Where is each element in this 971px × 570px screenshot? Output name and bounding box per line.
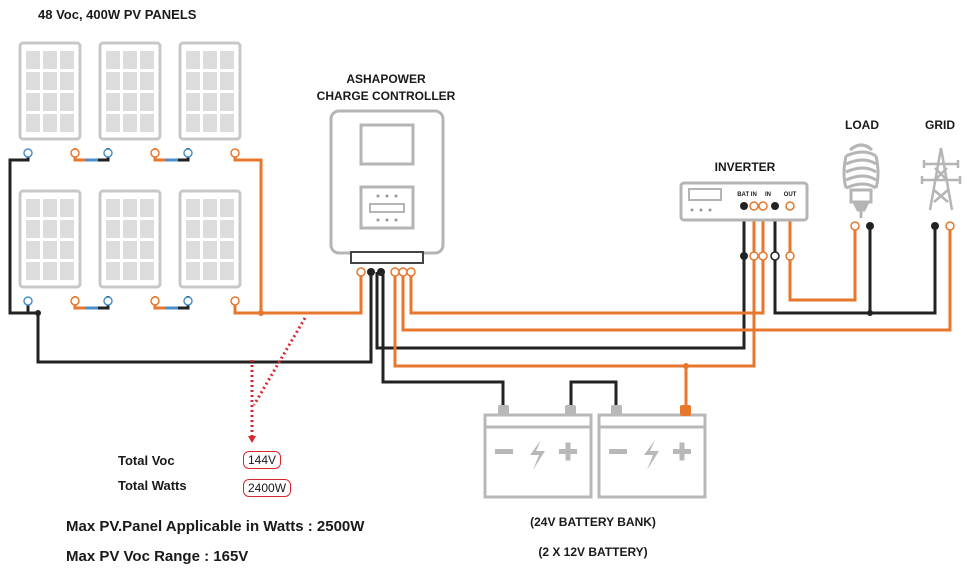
max-pv-voc: Max PV Voc Range : 165V	[66, 548, 249, 565]
pv-panel	[178, 189, 242, 289]
panels-title: 48 Voc, 400W PV PANELS	[38, 7, 197, 22]
panel-terminals	[23, 148, 240, 306]
inverter-title: INVERTER	[714, 160, 776, 174]
pv-panel	[18, 41, 82, 141]
grid-pylon-icon	[920, 147, 962, 211]
pv-panel	[98, 189, 162, 289]
pv-panel	[178, 41, 242, 141]
pv-panel	[18, 189, 82, 289]
grid-title: GRID	[925, 118, 955, 132]
inverter-port-in: IN	[765, 192, 771, 198]
controller-title-line1: ASHAPOWER	[346, 72, 426, 86]
pv-panel-array	[18, 41, 242, 289]
dotted-pointer	[250, 317, 307, 438]
battery	[597, 413, 707, 499]
load-terminal-negative	[866, 222, 874, 230]
battery-bank	[483, 405, 707, 499]
load-title: LOAD	[845, 118, 879, 132]
positive-wires	[233, 151, 952, 408]
wire-junctions	[35, 310, 873, 369]
inverter-port-bat-in: BAT IN	[737, 192, 757, 198]
total-watts-label: Total Watts	[118, 478, 187, 493]
pointer-arrowhead	[248, 436, 256, 443]
max-pv-watts: Max PV.Panel Applicable in Watts : 2500W	[66, 518, 365, 535]
charge-controller	[329, 109, 445, 277]
battery	[483, 413, 593, 499]
total-watts-value: 2400W	[243, 479, 292, 497]
battery-bank-line2: (2 X 12V BATTERY)	[538, 545, 648, 559]
grid-terminal-positive	[945, 221, 955, 231]
negative-wires	[8, 151, 937, 408]
total-voc-value: 144V	[243, 451, 282, 469]
inverter-port-out: OUT	[783, 192, 797, 198]
total-voc-label: Total Voc	[118, 453, 175, 468]
grid-terminal-negative	[931, 222, 939, 230]
pv-panel	[98, 41, 162, 141]
load-terminal-positive	[850, 221, 860, 231]
battery-bank-line1: (24V BATTERY BANK)	[530, 515, 656, 529]
controller-title-line2: CHARGE CONTROLLER	[316, 89, 456, 103]
inverter	[679, 181, 809, 261]
load-bulb-icon	[842, 143, 880, 218]
